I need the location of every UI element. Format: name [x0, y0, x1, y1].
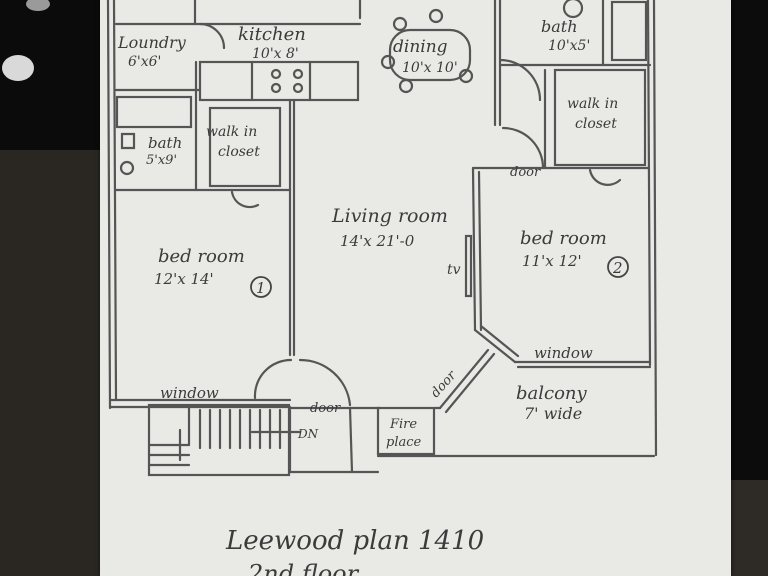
misc-labels: tv door door door window window DN: [160, 165, 593, 441]
bedroom1-number-circle: [250, 276, 272, 298]
living-size: 14'x 21'-0: [340, 232, 415, 250]
dining-name: dining: [393, 37, 448, 57]
kitchen-name: kitchen: [238, 24, 306, 45]
plan-subtitle: 2nd floor: [247, 560, 360, 576]
bedroom2-size: 11'x 12': [522, 252, 582, 270]
balcony-name: balcony: [516, 383, 588, 404]
plan-footer: Leewood plan 1410 2nd floor: [225, 526, 484, 576]
door-right-label: door: [510, 165, 541, 180]
balcony-size: 7' wide: [524, 404, 582, 423]
plan-title: Leewood plan 1410: [225, 526, 484, 556]
fireplace-line1: Fire: [389, 417, 417, 432]
bedroom2-name: bed room: [520, 228, 607, 249]
fireplace-line2: place: [386, 435, 422, 450]
bedroom1-size: 12'x 14': [154, 270, 214, 288]
bath-top-size: 10'x5': [548, 38, 590, 54]
bedroom1-number: 1: [256, 279, 266, 297]
door-balcony-label: door: [428, 368, 460, 401]
bedroom1-name: bed room: [158, 246, 245, 267]
dining-size: 10'x 10': [402, 60, 458, 76]
tv-label: tv: [447, 262, 461, 278]
kitchen-size: 10'x 8': [252, 46, 299, 62]
bath-left-name: bath: [148, 134, 182, 152]
walkin-right-line2: closet: [575, 116, 617, 132]
paper-sheet: [100, 0, 731, 576]
living-name: Living room: [331, 205, 448, 227]
laundry-size: 6'x6': [128, 54, 161, 70]
glare-spot: [2, 55, 34, 81]
walkin-right-line1: walk in: [567, 96, 618, 112]
bedroom2-number: 2: [612, 259, 623, 277]
bath-left-size: 5'x9': [146, 153, 177, 168]
door-entry-label: door: [310, 401, 341, 416]
window-right-label: window: [534, 344, 593, 362]
plan-walls: [106, 0, 658, 477]
room-labels: Loundry 6'x6' kitchen 10'x 8' dining 10'…: [117, 17, 629, 450]
bath-top-name: bath: [541, 17, 578, 36]
laundry-name: Loundry: [117, 33, 187, 52]
window-left-label: window: [160, 384, 219, 402]
walkin-left-line1: walk in: [206, 124, 257, 140]
bedroom2-number-circle: [607, 256, 629, 278]
walkin-left-line2: closet: [218, 144, 260, 160]
stairs-down-label: DN: [297, 427, 319, 441]
